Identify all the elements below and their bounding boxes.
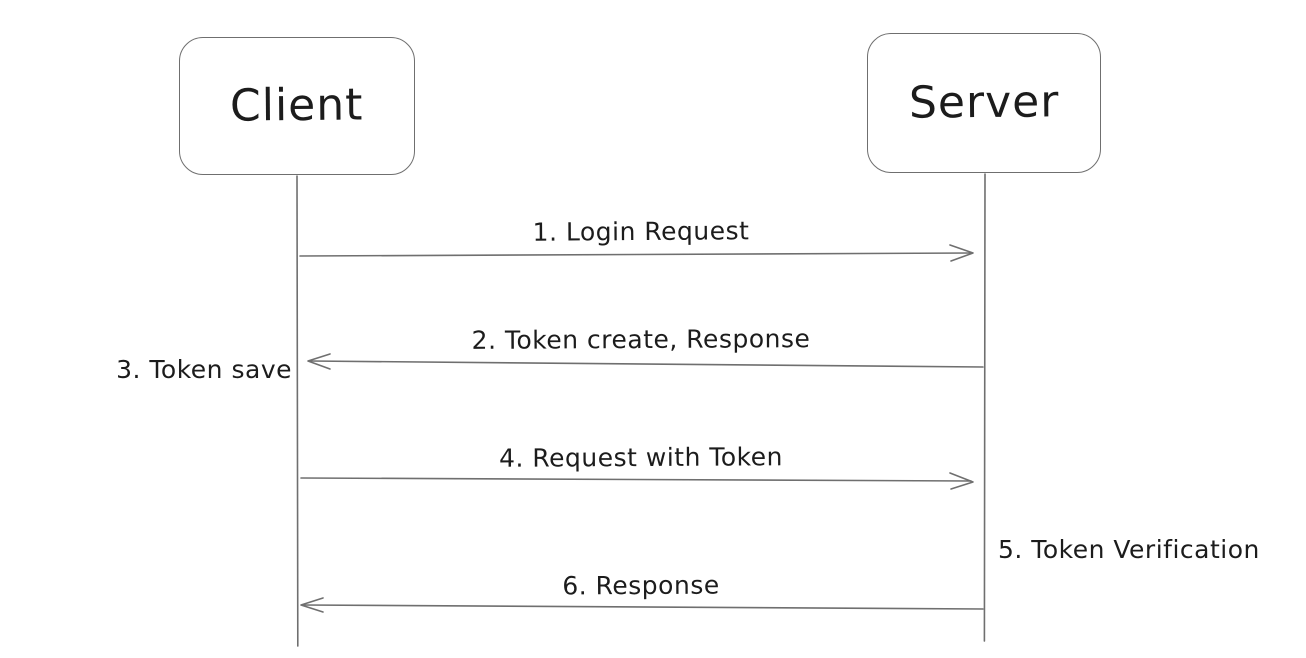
- actor-label-server: Server: [908, 76, 1060, 129]
- arrow-4-head-right-icon: [949, 472, 974, 490]
- message-label-5: 5. Token Verification: [998, 535, 1260, 564]
- arrow-2-head-left-icon: [307, 353, 331, 370]
- message-label-6: 6. Response: [562, 570, 720, 601]
- actor-label-client: Client: [230, 79, 364, 132]
- message-label-4: 4. Request with Token: [498, 442, 784, 473]
- arrow-4-line: [300, 477, 972, 482]
- message-label-3: 3. Token save: [116, 355, 292, 384]
- message-label-2: 2. Token create, Response: [471, 324, 811, 355]
- arrow-6-line: [302, 604, 984, 610]
- arrow-2-line: [309, 360, 984, 368]
- arrow-6-head-left-icon: [300, 597, 324, 613]
- server-lifeline: [983, 173, 986, 642]
- message-label-1: 1. Login Request: [532, 216, 750, 247]
- actor-box-client: Client: [179, 37, 415, 175]
- arrow-1-head-right-icon: [949, 244, 974, 262]
- client-lifeline: [296, 175, 299, 647]
- actor-box-server: Server: [867, 33, 1101, 173]
- arrow-1-line: [299, 252, 973, 257]
